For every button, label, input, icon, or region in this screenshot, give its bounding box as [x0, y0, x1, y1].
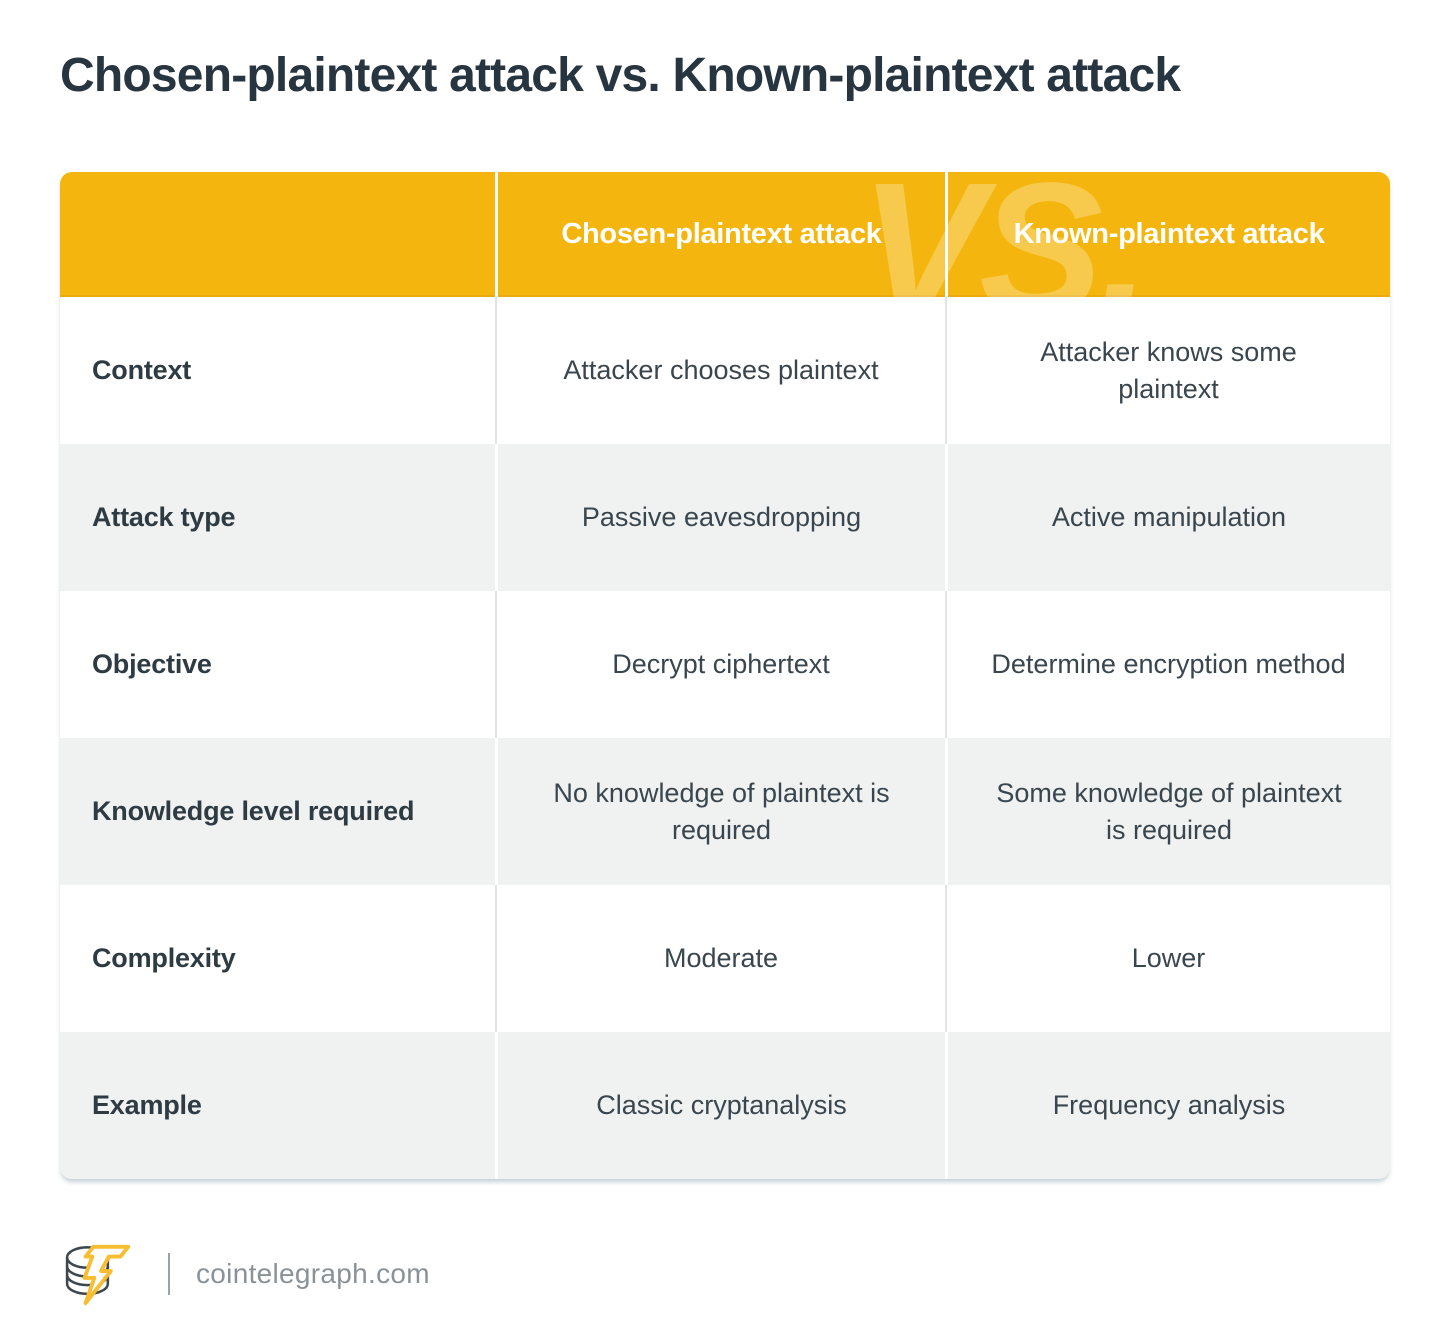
page-title: Chosen-plaintext attack vs. Known-plaint…	[60, 49, 1181, 102]
table-header-row: VS. Chosen-plaintext attack Known-plaint…	[60, 172, 1390, 297]
footer-divider	[168, 1253, 170, 1295]
known-value: Some knowledge of plaintext is required	[945, 738, 1390, 885]
row-label: Objective	[92, 649, 212, 679]
known-value: Determine encryption method	[945, 591, 1390, 738]
row-label: Attack type	[92, 502, 236, 532]
row-label: Complexity	[92, 943, 236, 973]
chosen-value: Passive eavesdropping	[495, 444, 945, 591]
known-value: Attacker knows some plaintext	[945, 297, 1390, 444]
comparison-table: VS. Chosen-plaintext attack Known-plaint…	[60, 172, 1390, 1179]
chosen-value: Attacker chooses plaintext	[495, 297, 945, 444]
table-row-objective: Objective Decrypt ciphertext Determine e…	[60, 591, 1390, 738]
known-value: Active manipulation	[945, 444, 1390, 591]
known-value: Frequency analysis	[945, 1032, 1390, 1179]
footer-site-text: cointelegraph.com	[196, 1258, 430, 1289]
header-cell-empty	[60, 172, 495, 297]
row-label: Context	[92, 355, 192, 385]
cointelegraph-logo-icon	[60, 1241, 146, 1307]
table-row-attack-type: Attack type Passive eavesdropping Active…	[60, 444, 1390, 591]
footer: cointelegraph.com	[60, 1241, 1390, 1307]
table-row-context: Context Attacker chooses plaintext Attac…	[60, 297, 1390, 444]
known-value: Lower	[945, 885, 1390, 1032]
chosen-value: No knowledge of plaintext is required	[495, 738, 945, 885]
chosen-value: Moderate	[495, 885, 945, 1032]
table-row-knowledge-level: Knowledge level required No knowledge of…	[60, 738, 1390, 885]
chosen-value: Decrypt ciphertext	[495, 591, 945, 738]
header-cell-chosen-plaintext: Chosen-plaintext attack	[495, 172, 945, 297]
table-row-complexity: Complexity Moderate Lower	[60, 885, 1390, 1032]
table-row-example: Example Classic cryptanalysis Frequency …	[60, 1032, 1390, 1179]
row-label: Example	[92, 1090, 202, 1120]
header-cell-known-plaintext: Known-plaintext attack	[945, 172, 1390, 297]
chosen-value: Classic cryptanalysis	[495, 1032, 945, 1179]
row-label: Knowledge level required	[92, 796, 415, 826]
